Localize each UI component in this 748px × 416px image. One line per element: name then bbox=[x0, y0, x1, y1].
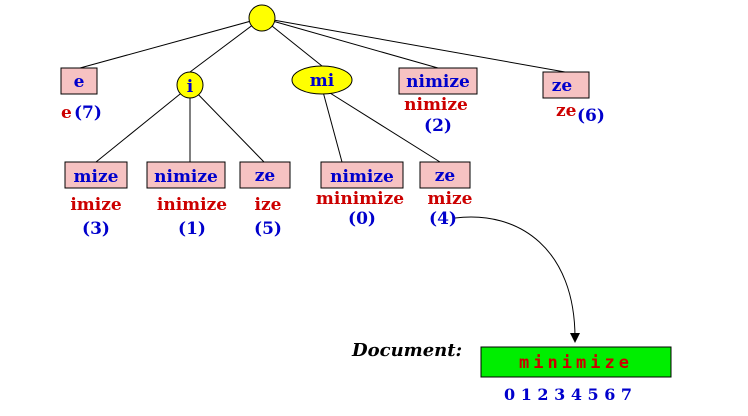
document-box bbox=[480, 346, 672, 378]
node-i-circle bbox=[176, 71, 204, 99]
node-mi-nimize-suffix: minimize bbox=[316, 189, 404, 209]
node-i-mize-suffix: imize bbox=[70, 195, 122, 215]
node-i-ze-box bbox=[239, 161, 291, 189]
node-e-label: e bbox=[74, 72, 85, 92]
node-mi-ze-box bbox=[419, 161, 471, 189]
edge-root-i bbox=[189, 17, 263, 73]
node-i-nimize-suffix: inimize bbox=[157, 195, 227, 215]
node-i-nimize-index: (1) bbox=[178, 219, 206, 239]
node-nimize-index: (2) bbox=[424, 116, 452, 136]
node-mi-nimize-index: (0) bbox=[348, 209, 376, 229]
node-mi-nimize-label: nimize bbox=[330, 167, 394, 187]
node-mi-nimize-box bbox=[320, 161, 404, 189]
node-i-mize-label: mize bbox=[74, 167, 119, 187]
node-i-nimize-box bbox=[146, 161, 226, 189]
node-i-mize-index: (3) bbox=[82, 219, 110, 239]
edge-i-mize bbox=[95, 85, 191, 163]
node-i-ze-label: ze bbox=[255, 166, 276, 186]
document-label: Document: bbox=[351, 340, 462, 361]
root-node bbox=[248, 4, 276, 32]
node-mi-label: mi bbox=[310, 71, 335, 91]
edge-root-ze bbox=[261, 17, 566, 73]
edge-root-e bbox=[79, 17, 263, 69]
edge-to-document bbox=[454, 216, 580, 343]
node-mi-ellipse bbox=[291, 65, 353, 95]
node-i-label: i bbox=[187, 77, 194, 97]
node-nimize-suffix: nimize bbox=[404, 95, 468, 115]
node-nimize-box bbox=[398, 67, 478, 95]
edge-mi-nimize bbox=[321, 87, 343, 163]
node-mi-ze-suffix: mize bbox=[428, 189, 473, 209]
node-e-index: (7) bbox=[74, 103, 102, 123]
node-e-box bbox=[60, 67, 98, 95]
node-e-suffix: e bbox=[61, 103, 72, 123]
node-mi-ze-label: ze bbox=[435, 166, 456, 186]
document-indices: 0 1 2 3 4 5 6 7 bbox=[504, 385, 632, 404]
node-nimize-label: nimize bbox=[406, 72, 470, 92]
node-mi-ze-index: (4) bbox=[429, 209, 457, 229]
node-i-nimize-label: nimize bbox=[154, 167, 218, 187]
document-text: minimize bbox=[519, 353, 633, 373]
edge-mi-ze bbox=[321, 87, 441, 163]
node-ze-suffix: ze bbox=[556, 101, 577, 121]
node-ze-index: (6) bbox=[577, 106, 605, 126]
node-ze-box bbox=[542, 71, 590, 99]
edge-root-nimize bbox=[261, 17, 439, 69]
node-ze-label: ze bbox=[552, 76, 573, 96]
node-i-ze-index: (5) bbox=[254, 219, 282, 239]
edge-i-ze bbox=[189, 85, 265, 163]
node-i-ze-suffix: ize bbox=[255, 195, 282, 215]
node-i-mize-box bbox=[64, 161, 128, 189]
